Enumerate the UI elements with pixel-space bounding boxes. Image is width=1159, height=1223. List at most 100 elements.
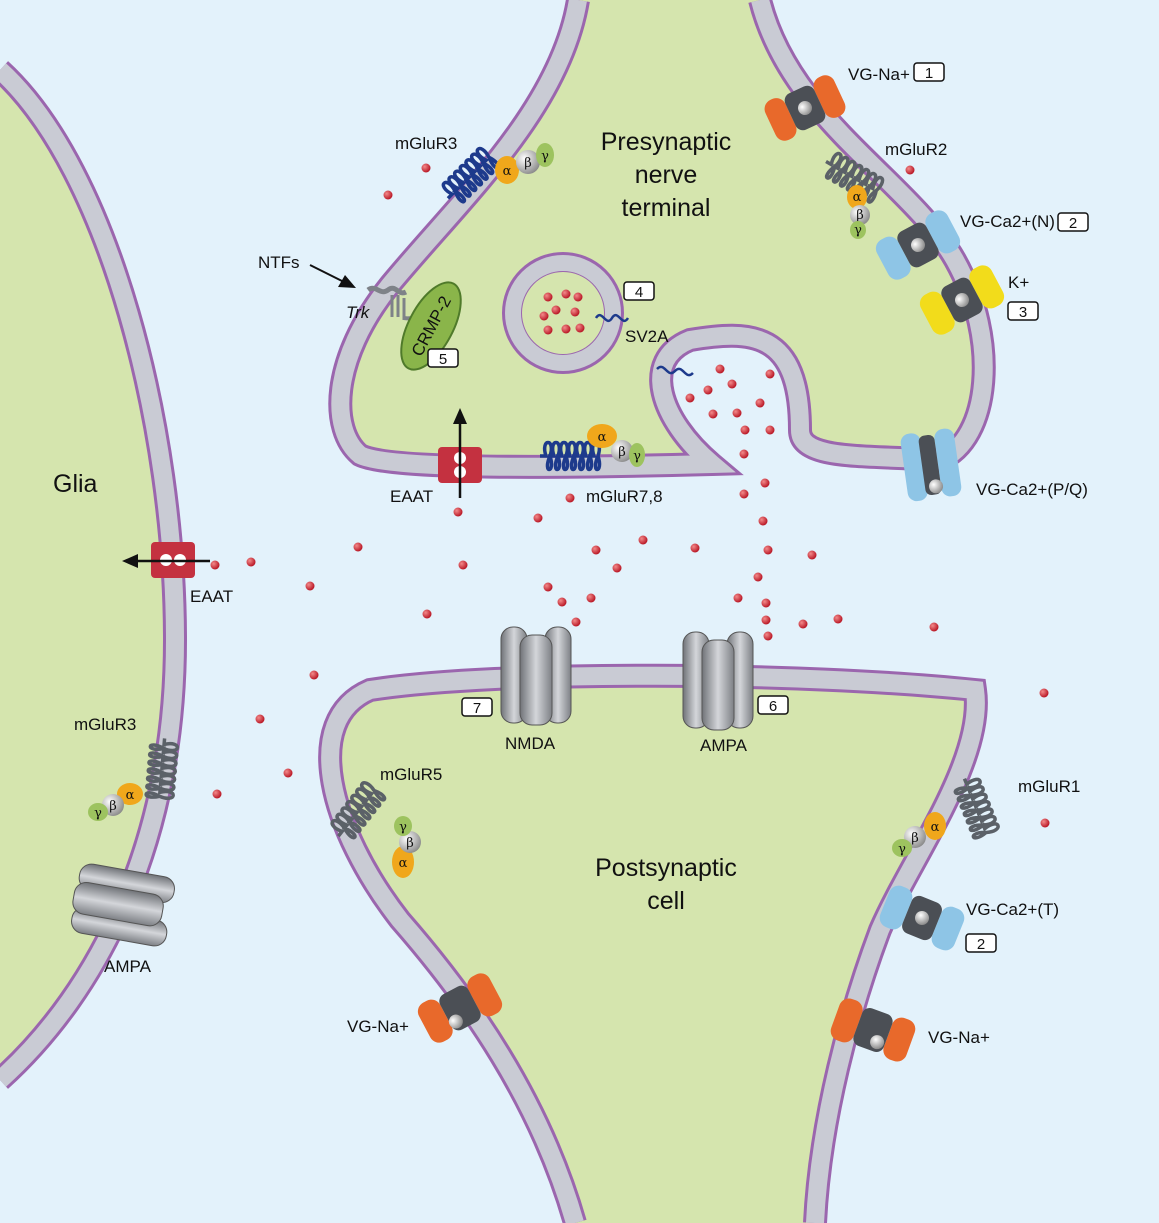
glutamate-molecule bbox=[586, 593, 596, 603]
glutamate-molecule bbox=[833, 614, 843, 624]
number-box-3: 3 bbox=[1007, 301, 1039, 321]
ampa-postsynaptic-label: AMPA bbox=[700, 736, 748, 755]
ampa-glia-label: AMPA bbox=[104, 957, 152, 976]
mglur1-receptor bbox=[953, 777, 1000, 840]
svg-text:γ: γ bbox=[898, 842, 906, 857]
glutamate-molecule bbox=[543, 292, 553, 302]
glutamate-molecule bbox=[570, 307, 580, 317]
glutamate-molecule bbox=[905, 165, 915, 175]
glutamate-molecule bbox=[761, 615, 771, 625]
mglur3-presynaptic-label: mGluR3 bbox=[395, 134, 457, 153]
glutamate-molecule bbox=[453, 507, 463, 517]
vg-ca-pq-channel bbox=[900, 428, 962, 502]
glutamate-molecule bbox=[533, 513, 543, 523]
glutamate-molecule bbox=[763, 545, 773, 555]
glutamate-molecule bbox=[309, 670, 319, 680]
number-box-7: 7 bbox=[461, 697, 493, 717]
svg-text:β: β bbox=[618, 445, 626, 460]
glutamate-molecule bbox=[212, 789, 222, 799]
svg-text:5: 5 bbox=[439, 351, 447, 368]
transmembrane-helices bbox=[441, 146, 501, 204]
eaat-uptake-arrow-glia bbox=[122, 554, 210, 568]
svg-text:α: α bbox=[126, 788, 135, 803]
glutamate-molecule bbox=[422, 609, 432, 619]
number-box-5: 5 bbox=[427, 348, 459, 368]
glutamate-molecule bbox=[539, 311, 549, 321]
svg-text:γ: γ bbox=[399, 820, 407, 835]
presynaptic-label-line2: nerve bbox=[635, 161, 698, 189]
presynaptic-label-line3: terminal bbox=[622, 194, 711, 222]
glutamate-molecule bbox=[739, 449, 749, 459]
glutamate-molecule bbox=[753, 572, 763, 582]
glutamate-molecule bbox=[733, 593, 743, 603]
g-protein-mglur2: α β γ bbox=[847, 185, 870, 239]
vg-na-channel-postsynaptic-left bbox=[417, 973, 503, 1043]
vesicle-glutamate bbox=[539, 289, 585, 335]
glutamate-molecule bbox=[283, 768, 293, 778]
svg-text:β: β bbox=[406, 836, 414, 851]
mglur3-glia-label: mGluR3 bbox=[74, 715, 136, 734]
svg-text:3: 3 bbox=[1019, 304, 1027, 321]
mglur5-label: mGluR5 bbox=[380, 765, 442, 784]
nmda-receptor bbox=[500, 626, 572, 726]
glutamate-molecule bbox=[798, 619, 808, 629]
mglur2-label: mGluR2 bbox=[885, 140, 947, 159]
synaptic-cleft-glutamate bbox=[210, 163, 1050, 828]
number-box-4: 4 bbox=[623, 281, 655, 301]
presynaptic-label-line1: Presynaptic bbox=[601, 128, 732, 156]
glutamate-molecule bbox=[383, 190, 393, 200]
svg-text:1: 1 bbox=[925, 65, 933, 82]
trk-label: Trk bbox=[346, 303, 371, 322]
svg-text:γ: γ bbox=[94, 806, 102, 821]
sv2a-protein bbox=[594, 313, 694, 377]
g-protein-mglur78: α β γ bbox=[587, 424, 645, 467]
svg-text:4: 4 bbox=[635, 284, 643, 301]
glutamate-molecule bbox=[421, 163, 431, 173]
k-channel bbox=[919, 265, 1005, 335]
postsynaptic-cell bbox=[318, 663, 988, 1223]
vg-ca-n-channel bbox=[875, 210, 961, 280]
vg-na-channel-postsynaptic-right bbox=[830, 998, 916, 1062]
number-box-2-n: 2 bbox=[1057, 212, 1089, 232]
number-box-2-t: 2 bbox=[965, 933, 997, 953]
svg-text:β: β bbox=[524, 156, 532, 171]
g-protein-mglur3-glia: α β γ bbox=[88, 783, 143, 821]
number-box-1: 1 bbox=[913, 62, 945, 82]
glutamate-molecule bbox=[551, 305, 561, 315]
eaat-presynaptic-label: EAAT bbox=[390, 487, 433, 506]
glutamate-molecule bbox=[305, 581, 315, 591]
vg-ca-t-channel bbox=[879, 885, 965, 951]
svg-text:α: α bbox=[931, 820, 940, 835]
ampa-receptor-postsynaptic bbox=[682, 631, 754, 731]
glutamate-molecule bbox=[543, 325, 553, 335]
g-protein-mglur3-pre: α β γ bbox=[495, 143, 554, 184]
glutamate-molecule bbox=[210, 560, 220, 570]
svg-text:β: β bbox=[856, 208, 864, 223]
transmembrane-helices bbox=[540, 440, 602, 472]
mglur5-receptor bbox=[330, 781, 387, 840]
glutamate-molecule bbox=[353, 542, 363, 552]
transmembrane-helices bbox=[953, 777, 1000, 840]
vg-na-top-label: VG-Na+ bbox=[848, 65, 910, 84]
glutamate-molecule bbox=[573, 292, 583, 302]
glutamate-molecule bbox=[561, 324, 571, 334]
vg-na-postsynaptic-right-label: VG-Na+ bbox=[928, 1028, 990, 1047]
svg-text:2: 2 bbox=[977, 936, 985, 953]
glutamate-molecule bbox=[571, 617, 581, 627]
transmembrane-helices bbox=[330, 781, 387, 840]
ampa-receptor-glia bbox=[71, 863, 175, 947]
vg-na-channel-presynaptic bbox=[764, 75, 846, 141]
ntfs-label: NTFs bbox=[258, 253, 300, 272]
glia-cell bbox=[0, 61, 188, 1089]
mglur78-receptor bbox=[540, 440, 602, 472]
k-label: K+ bbox=[1008, 273, 1029, 292]
vg-ca-t-label: VG-Ca2+(T) bbox=[966, 900, 1059, 919]
svg-text:2: 2 bbox=[1069, 215, 1077, 232]
vg-ca-pq-label: VG-Ca2+(P/Q) bbox=[976, 480, 1088, 499]
svg-text:7: 7 bbox=[473, 700, 481, 717]
vg-ca-n-label: VG-Ca2+(N) bbox=[960, 212, 1055, 231]
svg-text:α: α bbox=[598, 430, 607, 445]
glutamate-molecule bbox=[255, 714, 265, 724]
eaat-glia-label: EAAT bbox=[190, 587, 233, 606]
glutamate-molecule bbox=[715, 364, 725, 374]
